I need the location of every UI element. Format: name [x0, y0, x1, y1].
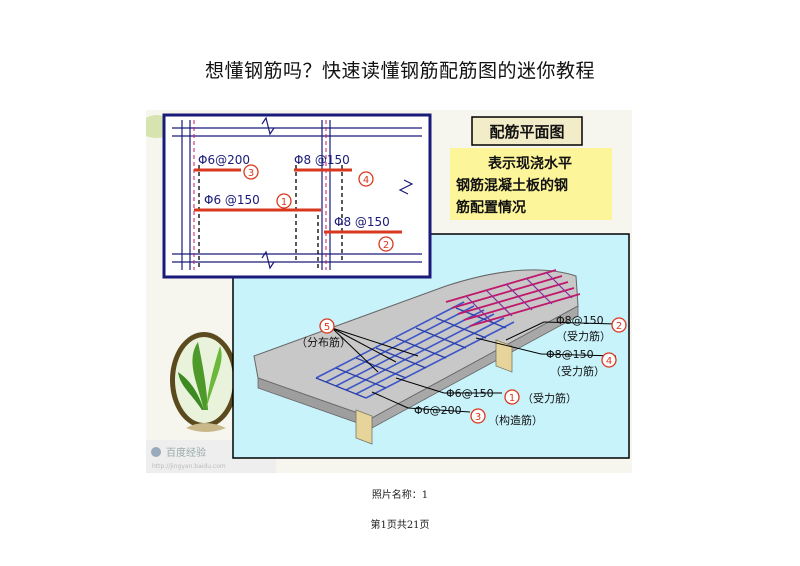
description-line-1: 表示现浇水平	[487, 155, 572, 172]
iso-label-text-5: （分布筋）	[296, 335, 351, 349]
plan-label-num-1: 1	[281, 197, 287, 208]
description-box: 表示现浇水平 钢筋混凝土板的钢 筋配置情况	[450, 148, 612, 220]
plan-label-num-3: 3	[248, 168, 254, 179]
plan-panel: Φ6@200 3 Φ8 @150 4 Φ6 @150 1 Φ8 @150 2	[162, 113, 432, 279]
plan-heading-box: 配筋平面图	[471, 116, 583, 146]
plan-label-spec-4: Φ8 @150	[294, 153, 350, 167]
iso-label-num-3: 3	[475, 412, 481, 423]
plant-decoration	[170, 332, 238, 432]
iso-label-spec-1: Φ6@150	[446, 387, 494, 400]
iso-label-text-2: （受力筋）	[556, 329, 611, 343]
watermark-url: http://jingyan.baidu.com	[152, 463, 226, 470]
watermark-text: 百度经验	[166, 446, 206, 459]
iso-label-num-1: 1	[509, 393, 515, 404]
photo-caption: 照片名称：1	[371, 490, 429, 501]
plan-label-spec-2: Φ8 @150	[334, 215, 390, 229]
iso-label-text-4: （受力筋）	[550, 364, 605, 378]
page-indicator: 第1页共21页	[370, 520, 430, 531]
plan-heading: 配筋平面图	[489, 123, 564, 141]
plan-label-spec-3: Φ6@200	[198, 153, 250, 167]
plan-label-num-4: 4	[363, 175, 369, 186]
iso-label-num-4: 4	[606, 356, 612, 367]
iso-label-spec-2: Φ8@150	[556, 314, 604, 327]
iso-label-spec-3: Φ6@200	[414, 404, 462, 417]
rebar-photo: 百度经验 http://jingyan.baidu.com	[146, 110, 632, 473]
document-title: 想懂钢筋吗？快速读懂钢筋配筋图的迷你教程	[204, 60, 595, 82]
plan-label-spec-1: Φ6 @150	[204, 193, 260, 207]
isometric-panel: 5 （分布筋） Φ8@150 2 （受力筋） Φ8@150 4 （受力筋） Φ6…	[232, 233, 630, 459]
description-line-2: 钢筋混凝土板的钢	[456, 177, 568, 194]
iso-label-text-3: （构造筋）	[488, 413, 543, 427]
iso-label-num-5: 5	[324, 322, 330, 333]
iso-label-text-1: （受力筋）	[522, 391, 577, 405]
plan-label-num-2: 2	[383, 240, 389, 251]
watermark: 百度经验 http://jingyan.baidu.com	[151, 446, 226, 470]
description-line-3: 筋配置情况	[456, 199, 526, 216]
iso-label-spec-4: Φ8@150	[546, 348, 594, 361]
iso-label-num-2: 2	[616, 321, 622, 332]
